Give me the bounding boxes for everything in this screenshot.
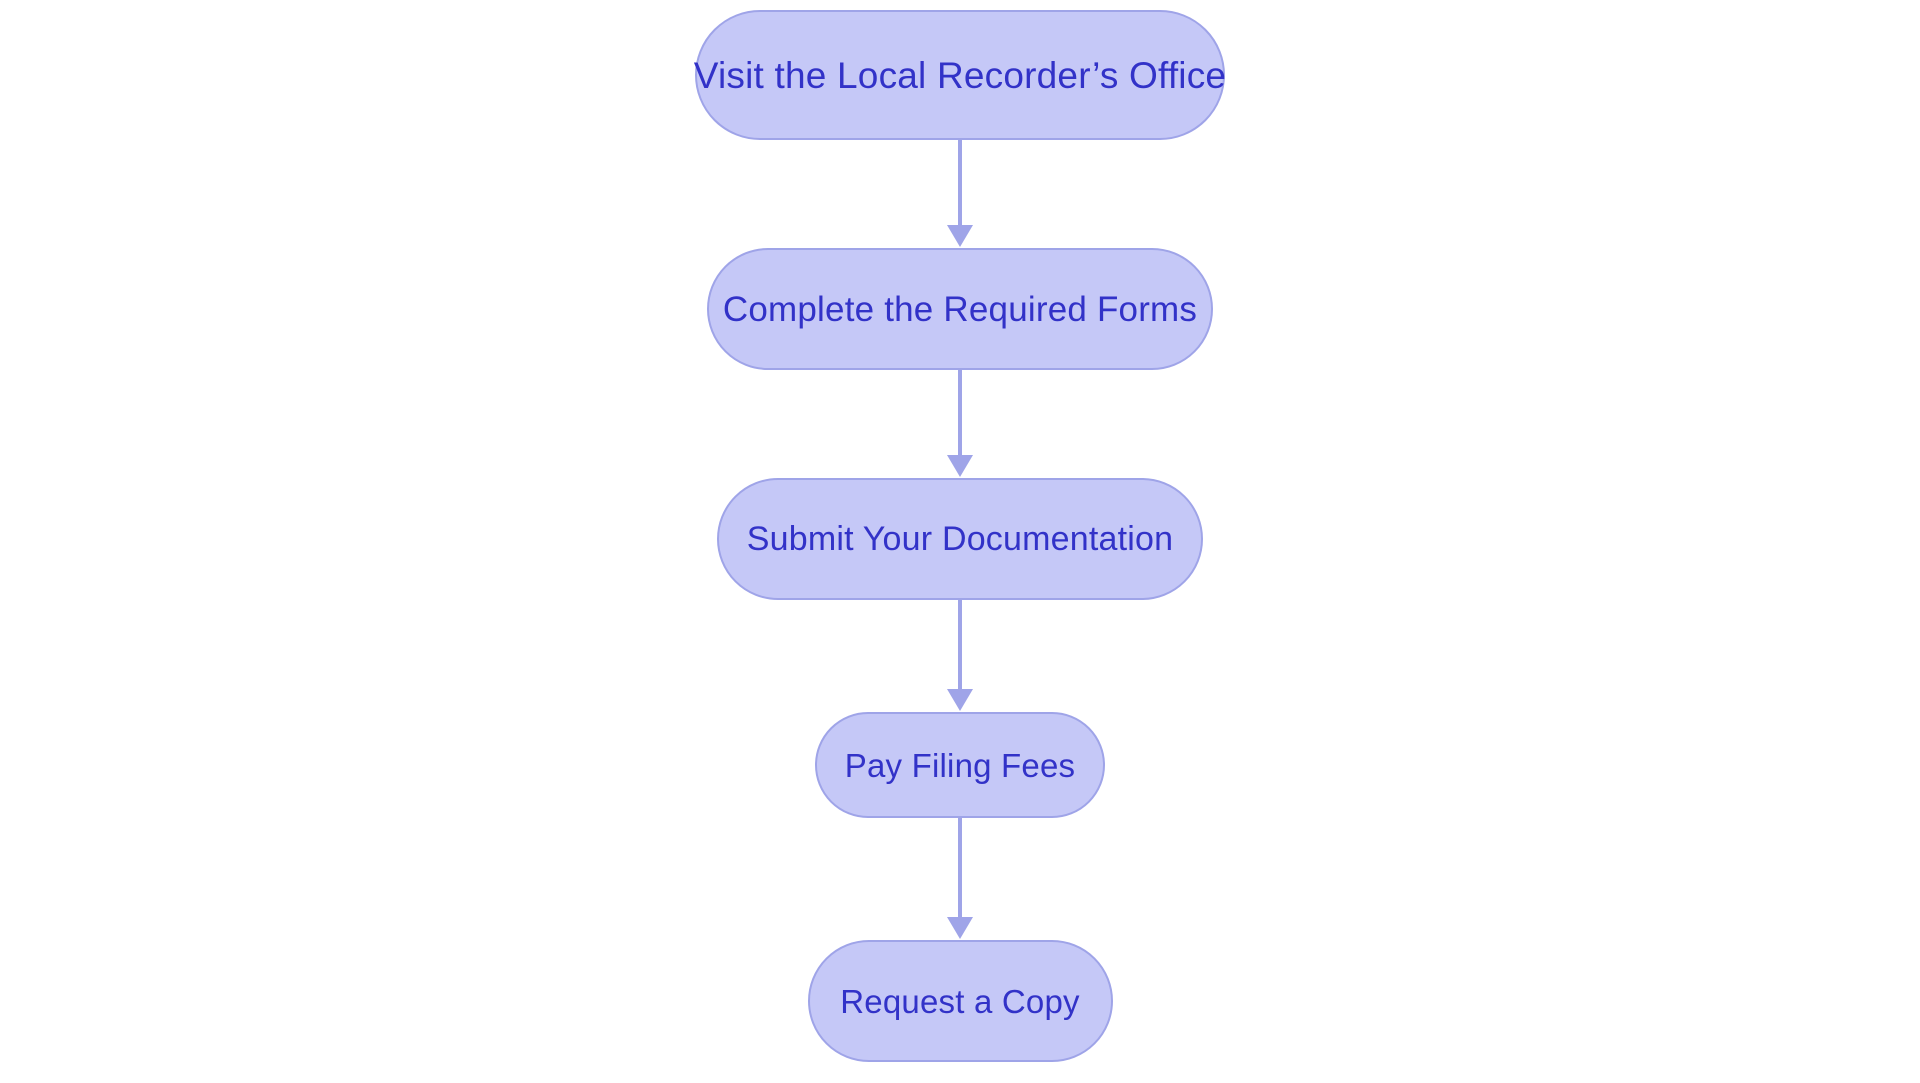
flowchart-edge-node-4-to-node-5 xyxy=(947,818,973,940)
flowchart-node-label: Pay Filing Fees xyxy=(844,746,1076,784)
flowchart-node-label: Submit Your Documentation xyxy=(746,520,1174,558)
flowchart-edge-node-3-to-node-4 xyxy=(947,600,973,712)
flowchart-node-label: Visit the Local Recorder’s Office xyxy=(693,54,1227,96)
flowchart-node-visit-the-local-recorders-office[interactable]: Visit the Local Recorder’s Office xyxy=(693,10,1227,140)
down-arrow-icon xyxy=(947,689,973,711)
flowchart-node-label: Complete the Required Forms xyxy=(722,289,1198,329)
flowchart-edge-node-1-to-node-2 xyxy=(947,140,973,248)
flowchart-node-label: Request a Copy xyxy=(840,982,1080,1020)
edge-line xyxy=(958,140,962,226)
flowchart-node-complete-the-required-forms[interactable]: Complete the Required Forms xyxy=(707,248,1213,370)
flowchart-edge-node-2-to-node-3 xyxy=(947,370,973,478)
down-arrow-icon xyxy=(947,455,973,477)
flowchart-node-pay-filing-fees[interactable]: Pay Filing Fees xyxy=(815,712,1105,818)
flowchart-node-request-a-copy[interactable]: Request a Copy xyxy=(807,940,1113,1062)
flowchart-node-submit-your-documentation[interactable]: Submit Your Documentation xyxy=(717,478,1203,600)
edge-line xyxy=(958,600,962,690)
edge-line xyxy=(958,370,962,456)
down-arrow-icon xyxy=(947,225,973,247)
edge-line xyxy=(958,818,962,918)
down-arrow-icon xyxy=(947,917,973,939)
